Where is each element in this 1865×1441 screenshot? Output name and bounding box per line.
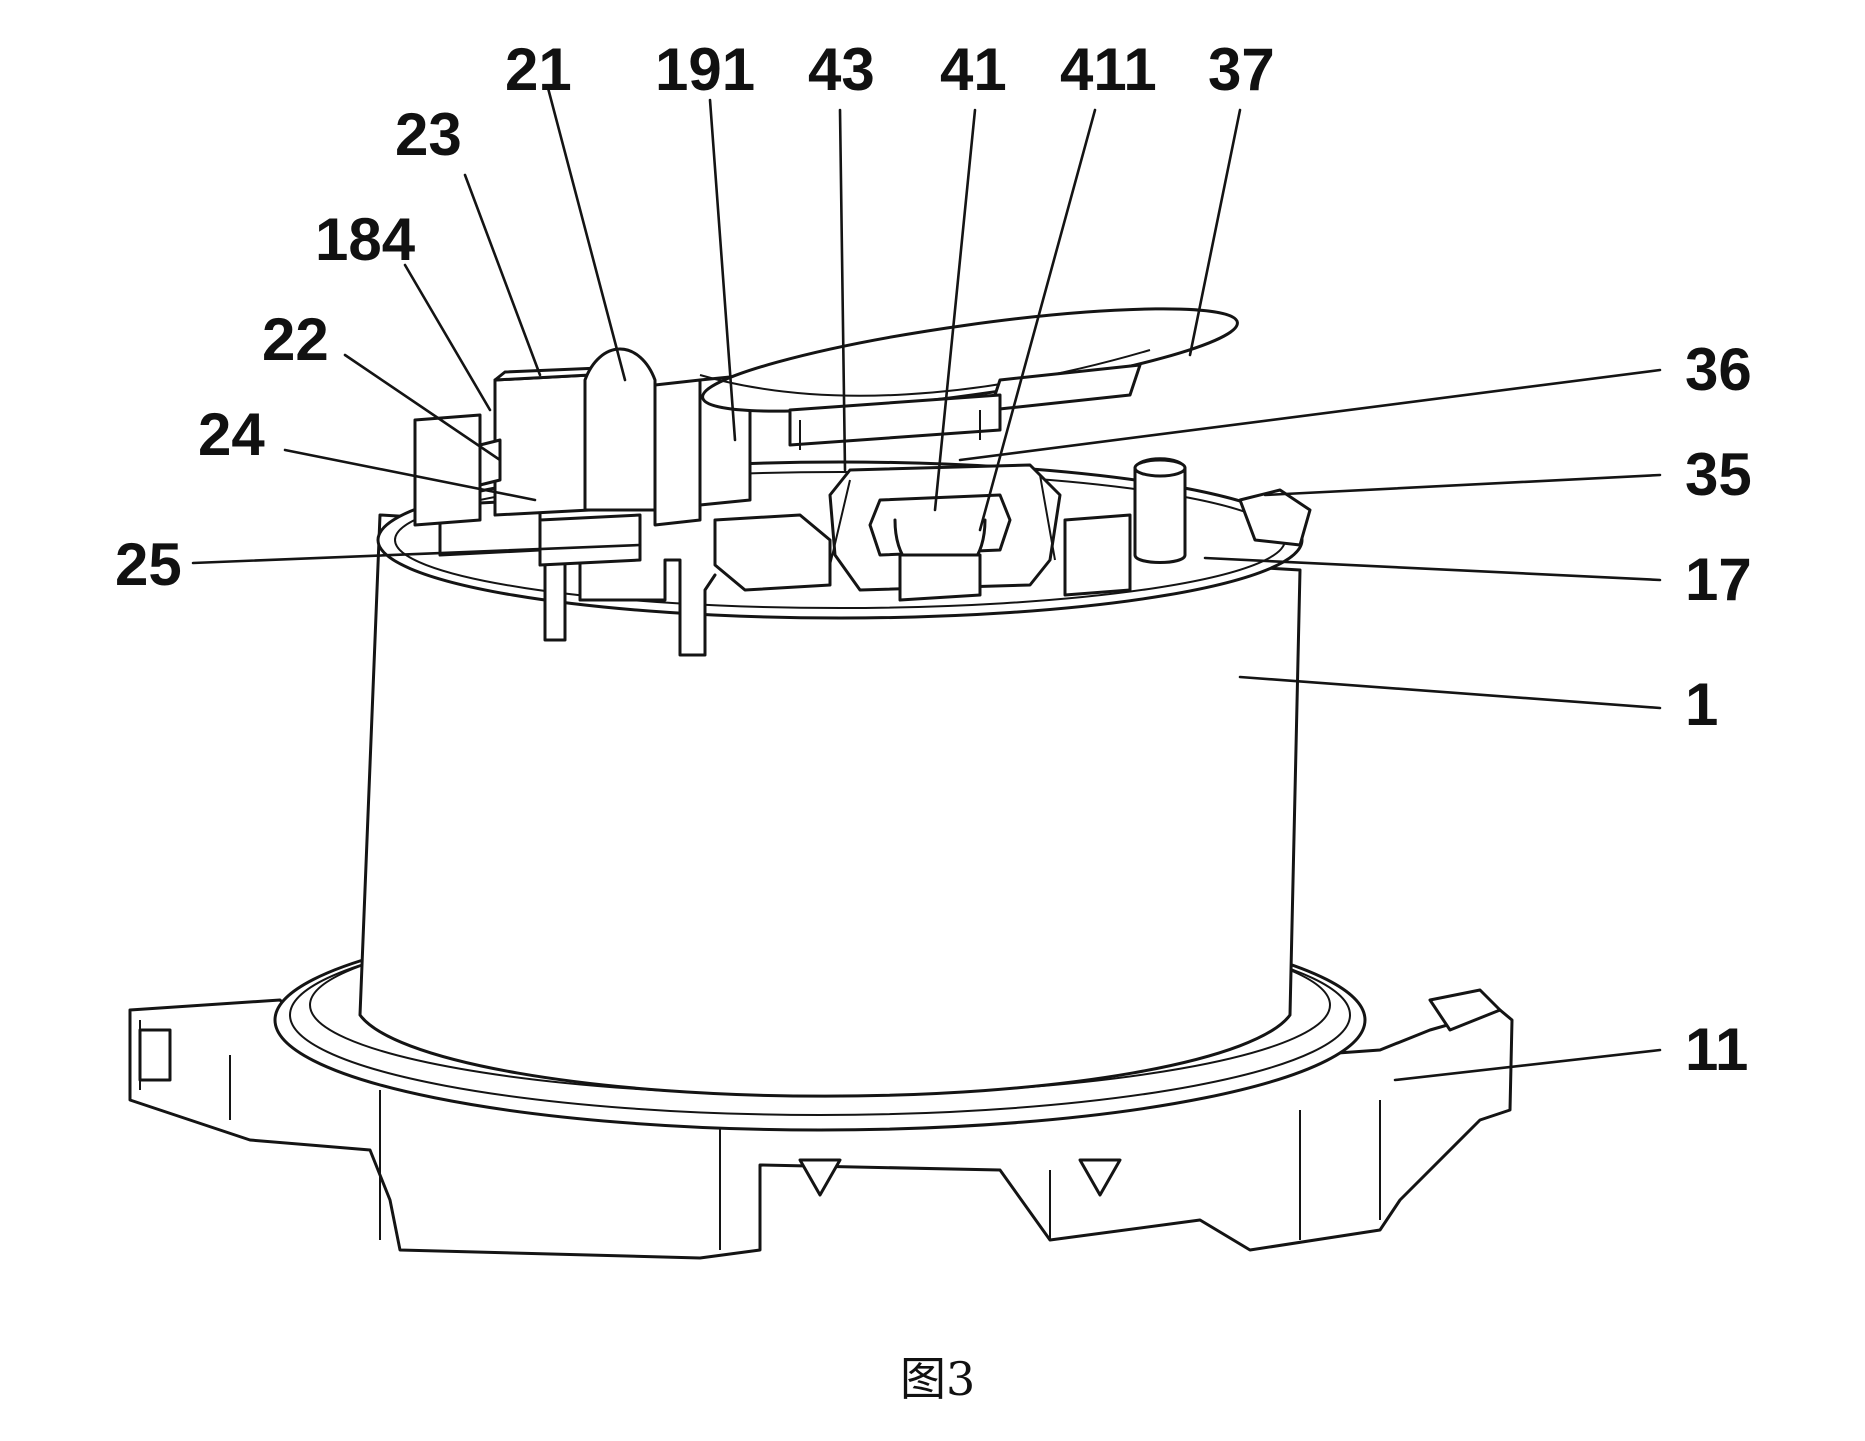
label-184: 184 — [315, 206, 416, 273]
label-11: 11 — [1685, 1016, 1748, 1083]
label-191: 191 — [655, 36, 755, 103]
figure-caption: 图3 — [900, 1352, 975, 1406]
top-disc — [699, 307, 1239, 450]
right-assembly — [713, 457, 1312, 597]
label-37: 37 — [1208, 36, 1275, 103]
label-17: 17 — [1685, 546, 1752, 613]
left-assembly — [413, 347, 752, 567]
label-36: 36 — [1685, 336, 1752, 403]
label-411: 411 — [1060, 36, 1157, 103]
label-41: 41 — [940, 36, 1007, 103]
label-35: 35 — [1685, 441, 1752, 508]
label-22: 22 — [262, 306, 329, 373]
label-21: 21 — [505, 36, 572, 103]
label-23: 23 — [395, 101, 462, 168]
label-1: 1 — [1685, 671, 1718, 738]
center-knob — [828, 463, 1062, 602]
reference-labels: 21 191 43 41 411 37 23 184 22 24 25 36 3… — [115, 36, 1752, 1083]
label-43: 43 — [808, 36, 875, 103]
label-24: 24 — [198, 401, 265, 468]
label-25: 25 — [115, 531, 182, 598]
leader-lines — [191, 86, 1662, 1082]
